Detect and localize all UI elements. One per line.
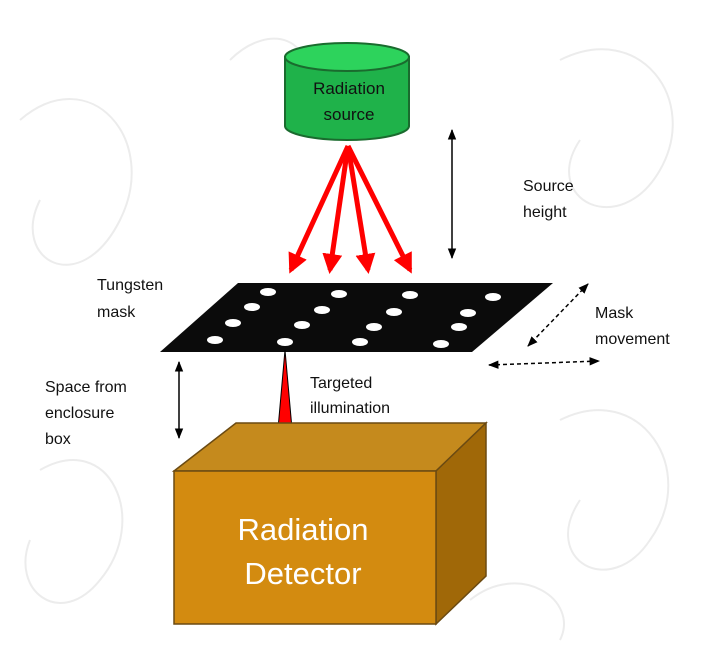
space-label-line3: box [45,431,71,448]
mask-hole [207,336,223,344]
mask-hole [433,340,449,348]
mask-hole [260,288,276,296]
mask-label-line2: mask [97,304,136,321]
beam-4 [345,144,413,274]
background-watermark [19,37,674,641]
source-height-label-line1: Source [523,178,574,195]
mask-movement-label-line2: movement [595,331,670,348]
mask-label-line1: Tungsten [97,277,163,294]
beam-2 [322,145,351,274]
mask-movement-arrow-diagonal [527,283,589,347]
mask-holes [207,288,501,348]
radiation-beams [288,144,413,274]
mask-hole [352,338,368,346]
radiation-detector: Radiation Detector [171,421,488,626]
detector-front-face [173,470,437,625]
mask-hole [225,319,241,327]
space-label-line1: Space from [45,379,127,396]
mask-hole [331,290,347,298]
targeted-label-line1: Targeted [310,375,372,392]
mask-hole [294,321,310,329]
mask-hole [460,309,476,317]
radiation-source: Radiation source [284,42,410,141]
source-label-line2: source [323,105,374,124]
mask-hole [451,323,467,331]
mask-hole [386,308,402,316]
mask-hole [485,293,501,301]
detector-top-face [171,422,488,472]
mask-hole [402,291,418,299]
detector-label-line1: Radiation [238,512,369,547]
mask-movement-label-line1: Mask [595,305,634,322]
detector-label-line2: Detector [244,556,361,591]
targeted-label-line2: illumination [310,400,390,417]
source-height-label-line2: height [523,204,567,221]
source-label-line1: Radiation [313,79,385,98]
mask-hole [244,303,260,311]
mask-hole [314,306,330,314]
tungsten-mask [160,283,553,352]
mask-hole [277,338,293,346]
beam-3 [345,145,376,274]
beam-1 [288,144,351,274]
mask-movement-arrow-horizontal [487,357,601,369]
space-label-line2: enclosure [45,405,114,422]
source-cylinder-body [284,56,410,141]
mask-hole [366,323,382,331]
source-cylinder-top [284,42,410,72]
mask-plate [160,283,553,352]
